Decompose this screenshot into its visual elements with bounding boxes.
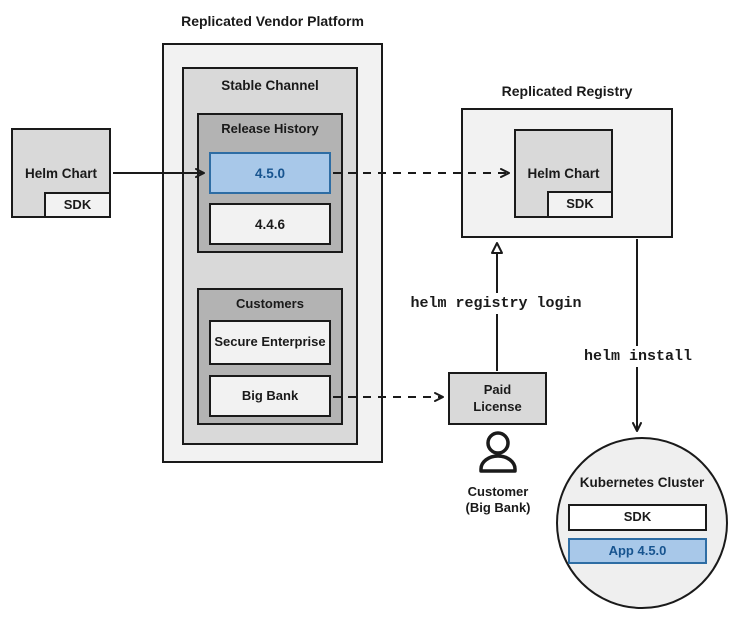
release-item-446: 4.4.6 (209, 203, 331, 245)
customer-label: Customer (Big Bank) (465, 484, 531, 515)
registry-sdk-label: SDK (566, 196, 594, 212)
secure-enterprise-label: Secure Enterprise (214, 334, 326, 350)
paid-license-label: Paid License (473, 382, 522, 414)
stable-channel-label: Stable Channel (221, 78, 319, 93)
cluster-sdk-label: SDK (623, 509, 652, 525)
paid-license-box: Paid License (448, 372, 547, 425)
registry-sdk-box: SDK (547, 191, 613, 218)
cluster-app-box: App 4.5.0 (568, 538, 707, 564)
big-bank-label: Big Bank (241, 387, 299, 403)
helm-install-command: helm install (572, 346, 704, 367)
release-item-450: 4.5.0 (209, 152, 331, 194)
release-history-label: Release History (221, 121, 319, 136)
source-helm-chart-label: Helm Chart (24, 165, 97, 181)
cluster-sdk-box: SDK (568, 504, 707, 531)
customer-item-big-bank: Big Bank (209, 375, 331, 417)
registry-title: Replicated Registry (501, 83, 633, 99)
customer-item-secure-enterprise: Secure Enterprise (209, 320, 331, 365)
kubernetes-cluster-label: Kubernetes Cluster (579, 475, 705, 490)
registry-helm-chart-label: Helm Chart (527, 166, 600, 181)
source-sdk-box: SDK (44, 192, 111, 218)
release-446-label: 4.4.6 (254, 216, 286, 232)
vendor-platform-title: Replicated Vendor Platform (181, 13, 364, 29)
source-sdk-label: SDK (63, 196, 92, 212)
helm-registry-login-command: helm registry login (399, 293, 593, 314)
customer-icon (479, 431, 517, 473)
cluster-app-label: App 4.5.0 (608, 542, 667, 558)
release-450-label: 4.5.0 (254, 165, 286, 181)
customers-label: Customers (236, 296, 304, 311)
